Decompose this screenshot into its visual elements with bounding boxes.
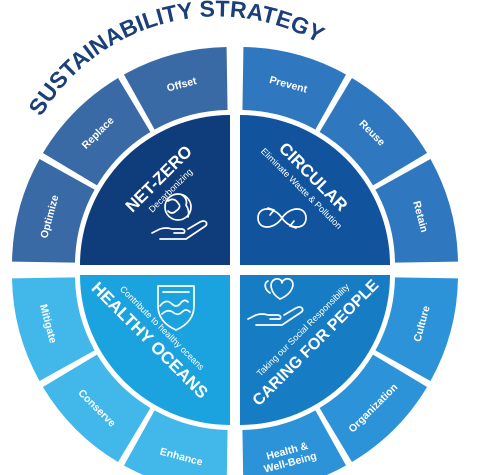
quadrants [80,115,390,425]
ring-segment-organization [319,354,428,463]
ring-segment-enhance [123,410,228,475]
globe-hand-icon [151,193,208,240]
heart-hand-icon [247,277,304,326]
caring-for-people-quadrant [240,275,390,425]
infinity-icon [257,207,307,229]
ring-segments [12,47,458,475]
ring-segment-optimize [12,158,95,263]
ring-segment-reuse [319,77,428,186]
circular-quadrant [240,115,390,265]
wave-shield-icon [157,285,195,331]
ring-segment-health-well-being [242,410,347,475]
ring-segment-offset [123,47,228,130]
net-zero-quadrant [80,115,230,265]
ring-segment-replace [42,77,151,186]
ring-segment-mitigate [12,277,95,382]
ring-segment-conserve [42,354,151,463]
ring-segment-retain [375,158,458,263]
ring-segment-prevent [242,47,347,130]
ring-segment-culture [375,277,458,382]
